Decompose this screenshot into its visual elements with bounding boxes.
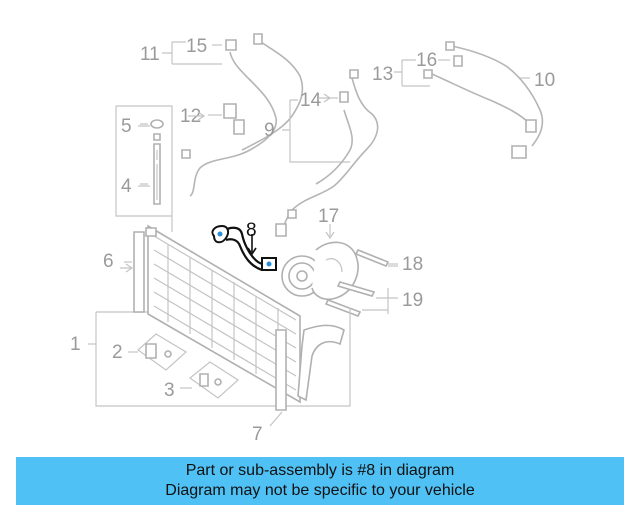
callout-10: 10	[534, 70, 555, 91]
callout-2: 2	[112, 342, 123, 363]
parts-diagram: 11 15 12 5 4 6 1 2 3 7 8 9 14 17 18 19 1…	[70, 33, 555, 445]
callout-5: 5	[121, 116, 132, 137]
callout-18: 18	[402, 254, 423, 275]
highlighted-hose-part-8	[211, 224, 277, 272]
liquid-line-group-right	[394, 41, 544, 159]
info-banner: Part or sub-assembly is #8 in diagram Di…	[16, 457, 624, 505]
callout-13: 13	[372, 64, 393, 85]
condenser-brackets	[128, 333, 239, 399]
callout-leaders	[88, 93, 398, 345]
callout-17: 17	[318, 206, 339, 227]
caption-line-1: Part or sub-assembly is #8 in diagram	[185, 462, 455, 479]
callout-19: 19	[402, 290, 423, 311]
callout-labels: 11 15 12 5 4 6 1 2 3 7 8 9 14 17 18 19 1…	[70, 36, 555, 445]
suction-line-group	[275, 69, 379, 237]
receiver-drier-group	[115, 105, 173, 232]
compressor-bolts	[324, 248, 398, 318]
pressure-line-group-upper-left	[162, 33, 304, 197]
callout-1: 1	[70, 334, 81, 355]
callout-14: 14	[300, 90, 322, 111]
condenser-assembly	[95, 224, 351, 427]
callout-15: 15	[186, 36, 207, 57]
callout-7: 7	[252, 424, 263, 445]
callout-6: 6	[103, 251, 114, 272]
callout-11: 11	[140, 44, 160, 65]
callout-8-highlighted: 8	[246, 220, 257, 241]
callout-9: 9	[264, 120, 275, 141]
callout-3: 3	[164, 380, 175, 401]
callout-4: 4	[121, 176, 132, 197]
caption-line-2: Diagram may not be specific to your vehi…	[165, 482, 475, 499]
callout-16: 16	[416, 50, 437, 71]
